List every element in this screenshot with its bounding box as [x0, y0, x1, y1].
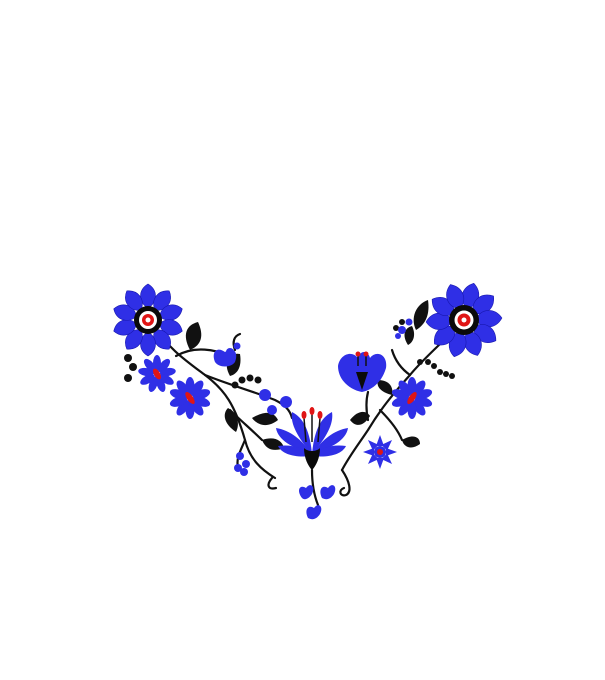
daisy-right	[391, 377, 433, 419]
tulip-right	[338, 351, 387, 392]
daisy-mid-left	[169, 377, 211, 419]
stems	[148, 320, 464, 507]
bottom-blossoms	[299, 485, 336, 520]
berries	[124, 319, 455, 389]
daisy-left	[138, 355, 176, 392]
small-star-flower	[363, 435, 397, 469]
large-flower-right	[425, 282, 503, 358]
center-tulip	[276, 407, 348, 470]
large-flower-left	[113, 283, 183, 357]
leaves	[185, 300, 429, 450]
tulip-upper-left	[213, 349, 237, 367]
